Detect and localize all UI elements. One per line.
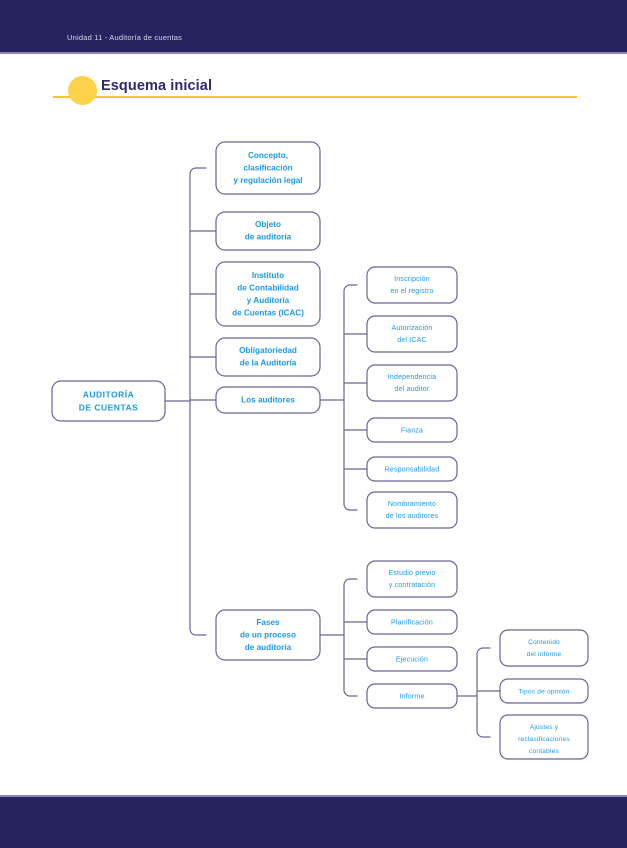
node-label-line: reclasificaciones — [518, 736, 570, 743]
node-label-line: y Auditoría — [247, 296, 290, 305]
link-subtrunk-informe — [476, 647, 491, 738]
node-los-auditores[interactable]: Los auditores — [215, 386, 321, 414]
node-box — [366, 266, 458, 304]
node-box — [366, 315, 458, 353]
node-box — [215, 337, 321, 377]
node-label-line: Inscripción — [394, 276, 430, 283]
node-label-line: Contenido — [528, 639, 560, 646]
node-box — [499, 714, 589, 760]
node-box — [366, 364, 458, 402]
node-independencia-auditor[interactable]: Independencia del auditor — [366, 364, 458, 402]
node-label-line: de la Auditoría — [240, 359, 297, 368]
link-subtrunk-fases — [343, 578, 358, 697]
node-tipos-de-opinion[interactable]: Tipos de opinión — [499, 678, 589, 704]
node-label-line: AUDITORÍA — [83, 389, 135, 399]
node-box — [215, 141, 321, 195]
node-label-line: Planificación — [391, 619, 433, 626]
node-label-line: en el registro — [390, 288, 433, 295]
node-responsabilidad[interactable]: Responsabilidad — [366, 456, 458, 482]
node-label-line: del ICAC — [397, 337, 427, 344]
node-label-line: Tipos de opinión — [518, 688, 569, 695]
node-inscripcion-registro[interactable]: Inscripción en el registro — [366, 266, 458, 304]
node-concepto-clasificacion[interactable]: Concepto, clasificación y regulación leg… — [215, 141, 321, 195]
node-contenido-informe[interactable]: Contenido del informe — [499, 629, 589, 667]
node-box — [366, 609, 458, 635]
node-label-line: del auditor — [395, 386, 430, 393]
page-footer-bar — [0, 797, 627, 848]
node-label-line: y regulación legal — [233, 176, 302, 185]
node-label-line: Objeto — [255, 220, 281, 229]
node-box — [215, 211, 321, 251]
node-label-line: Estudio previo — [388, 570, 435, 577]
page-header-bar — [0, 0, 627, 52]
node-label-line: de los auditores — [386, 513, 439, 520]
node-label-line: de auditoría — [245, 643, 292, 652]
node-box — [215, 261, 321, 327]
node-obligatoriedad-auditoria[interactable]: Obligatoriedad de la Auditoría — [215, 337, 321, 377]
node-fianza[interactable]: Fianza — [366, 417, 458, 443]
node-label-line: de Contabilidad — [237, 284, 298, 293]
node-label-line: Ejecución — [396, 656, 428, 663]
node-label-line: del informe — [527, 651, 562, 658]
node-label-line: de un proceso — [240, 631, 296, 640]
breadcrumb: Unidad 11 - Auditoría de cuentas — [67, 33, 183, 42]
node-box — [366, 683, 458, 709]
node-label-line: Fianza — [401, 427, 423, 434]
node-box — [215, 386, 321, 414]
node-label-line: Los auditores — [241, 396, 295, 405]
node-label-line: Informe — [399, 693, 424, 700]
title-underline — [53, 96, 577, 98]
node-nombramiento-auditores[interactable]: Nombramiento de los auditores — [366, 491, 458, 529]
node-label-line: Responsabilidad — [385, 466, 440, 473]
node-label-line: Independencia — [388, 374, 437, 381]
node-box — [51, 380, 166, 422]
node-planificacion[interactable]: Planificación — [366, 609, 458, 635]
link-subtrunk-auditores — [343, 284, 358, 511]
node-estudio-previo-contratacion[interactable]: Estudio previo y contratación — [366, 560, 458, 598]
node-box — [215, 609, 321, 661]
node-label-line: y contratación — [389, 582, 435, 589]
section-title-block: Esquema inicial — [0, 74, 627, 110]
node-label-line: Autorización — [392, 325, 433, 332]
node-label-line: Concepto, — [248, 151, 288, 160]
node-box — [366, 491, 458, 529]
node-box — [499, 678, 589, 704]
node-label-line: clasificación — [243, 164, 292, 173]
connector-links — [164, 167, 501, 738]
node-box — [366, 456, 458, 482]
node-label-line: de Cuentas (ICAC) — [232, 309, 304, 318]
node-box — [366, 646, 458, 672]
link-trunk-main — [189, 167, 207, 636]
node-label-line: de auditoría — [245, 233, 292, 242]
page-title: Esquema inicial — [101, 78, 213, 94]
node-instituto-icac[interactable]: Instituto de Contabilidad y Auditoría de… — [215, 261, 321, 327]
node-autorizacion-icac[interactable]: Autorización del ICAC — [366, 315, 458, 353]
node-ajustes-reclasificaciones[interactable]: Ajustes y reclasificaciones contables — [499, 714, 589, 760]
footer-divider — [0, 795, 627, 797]
mindmap-diagram: AUDITORÍA DE CUENTAS Concepto, clasifica… — [0, 120, 627, 790]
node-box — [366, 417, 458, 443]
node-label-line: Obligatoriedad — [239, 346, 297, 355]
node-fases-proceso-auditoria[interactable]: Fases de un proceso de auditoría — [215, 609, 321, 661]
header-divider — [0, 52, 627, 54]
node-label-line: DE CUENTAS — [79, 402, 139, 412]
node-informe[interactable]: Informe — [366, 683, 458, 709]
node-label-line: Nombramiento — [388, 501, 436, 508]
node-box — [366, 560, 458, 598]
node-label-line: Ajustes y — [530, 724, 559, 731]
node-objeto-de-auditoria[interactable]: Objeto de auditoría — [215, 211, 321, 251]
node-label-line: Instituto — [252, 271, 284, 280]
bullet-dot-icon — [68, 76, 97, 105]
node-label-line: Fases — [256, 618, 280, 627]
node-box — [499, 629, 589, 667]
node-label-line: contables — [529, 748, 560, 755]
node-ejecucion[interactable]: Ejecución — [366, 646, 458, 672]
node-auditoria-de-cuentas[interactable]: AUDITORÍA DE CUENTAS — [51, 380, 166, 422]
